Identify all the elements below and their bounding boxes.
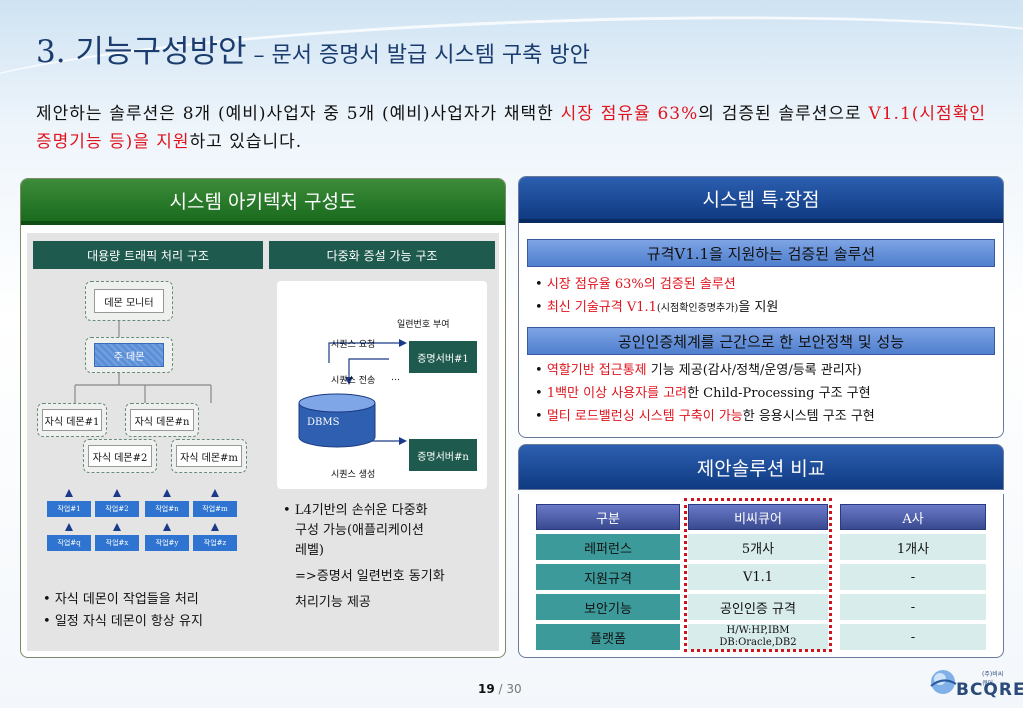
- child-daemon-1-node: 자식 데몬#1: [42, 409, 102, 431]
- task-box: 작업#2: [95, 501, 139, 517]
- list-item: 일정 자식 데몬이 항상 유지: [43, 611, 203, 633]
- list-item-cont: 구성 가능(애플리케이션: [295, 523, 424, 538]
- main-daemon-frame: 주 데몬: [85, 337, 173, 373]
- task-arrow: [65, 523, 73, 531]
- logo-text: BCQRE: [956, 680, 1023, 700]
- daemon-monitor-frame: 데몬 모니터: [85, 281, 173, 321]
- task-arrow: [211, 489, 219, 497]
- logo-globe-icon: [930, 670, 957, 694]
- architecture-diagram: 대용량 트래픽 처리 구조 데몬 모니터 주 데몬 자식 데몬#1 자식 데몬#…: [27, 233, 499, 651]
- child-daemon-n-frame: 자식 데몬#n: [125, 403, 199, 437]
- child-daemon-2-node: 자식 데몬#2: [88, 445, 152, 467]
- list-item-cont: =>증명서 일련번호 동기화: [295, 569, 445, 584]
- child-daemon-m-node: 자식 데몬#m: [176, 445, 242, 467]
- main-daemon-node: 주 데몬: [94, 343, 164, 367]
- task-box: 작업#1: [47, 501, 91, 517]
- title-main: 3. 기능구성방안: [36, 34, 247, 70]
- list-item-cont: 처리기능 제공: [295, 595, 371, 610]
- intro-text-3: 하고 있습니다.: [189, 132, 303, 152]
- daemon-connectors: [74, 319, 212, 403]
- features-list-2: 역할기반 접근통제 기능 제공(감사/정책/운영/등록 관리자) 1백만 이상 …: [535, 359, 875, 428]
- company-logo: (주)비씨큐어 BCQRE: [926, 664, 1023, 702]
- cert-server-n: 증명서버#n: [409, 439, 477, 471]
- list-item: 1백만 이상 사용자를 고려한 Child-Processing 구조 구현: [535, 382, 875, 405]
- task-arrow: [113, 523, 121, 531]
- seq-create-label: 시퀀스 생성: [331, 470, 376, 480]
- traffic-section-header: 대용량 트래픽 처리 구조: [33, 241, 263, 269]
- list-item-cont: 레벨): [295, 543, 324, 558]
- intro-highlight-1: 시장 점유율 63%: [560, 104, 699, 124]
- daemon-monitor-node: 데몬 모니터: [94, 289, 164, 313]
- child-daemon-m-frame: 자식 데몬#m: [171, 439, 247, 473]
- task-arrow: [211, 523, 219, 531]
- intro-text-1: 제안하는 솔루션은 8개 (예비)사업자 중 5개 (예비)사업자가 채택한: [36, 104, 561, 124]
- comparison-panel-title: 제안솔루션 비교: [518, 444, 1004, 490]
- scaling-section-header: 다중화 증설 가능 구조: [269, 241, 495, 269]
- child-daemon-2-frame: 자식 데몬#2: [83, 439, 157, 473]
- task-arrow: [65, 489, 73, 497]
- task-arrow: [113, 489, 121, 497]
- features-bar-1: 규격V1.1을 지원하는 검증된 솔루션: [527, 239, 995, 267]
- list-item: 멀티 로드밸런싱 시스템 구축이 가능한 응용시스템 구조 구현: [535, 405, 875, 428]
- comparison-panel: 제안솔루션 비교: [518, 444, 1004, 658]
- architecture-panel-title: 시스템 아키텍처 구성도: [21, 179, 505, 225]
- task-box: 작업#z: [193, 535, 237, 551]
- scaling-bullets: • L4기반의 손쉬운 다중화 구성 가능(애플리케이션 레벨) =>증명서 일…: [283, 501, 445, 613]
- seq-request-label: 시퀀스 요청: [331, 340, 376, 350]
- task-arrow: [163, 489, 171, 497]
- intro-highlight-2: V1.1(시점확인증명기능 등)을 지원: [36, 104, 986, 152]
- serial-assign-label: 일련번호 부여: [397, 320, 450, 330]
- features-bar-2: 공인인증체계를 근간으로 한 보안정책 및 성능: [527, 327, 995, 355]
- intro-paragraph: 제안하는 솔루션은 8개 (예비)사업자 중 5개 (예비)사업자가 채택한 시…: [36, 100, 986, 156]
- features-list-1: 시장 점유율 63%의 검증된 솔루션 최신 기술규격 V1.1(시점확인증명추…: [535, 273, 779, 320]
- task-box: 작업#q: [47, 535, 91, 551]
- features-panel: 시스템 특·장점 규격V1.1을 지원하는 검증된 솔루션 시장 점유율 63%…: [518, 176, 1004, 438]
- dbms-label: DBMS: [307, 417, 340, 428]
- child-daemon-1-frame: 자식 데몬#1: [37, 403, 107, 437]
- title-subtitle: – 문서 증명서 발급 시스템 구축 방안: [246, 43, 590, 68]
- features-panel-title: 시스템 특·장점: [519, 177, 1003, 223]
- task-box: 작업#x: [95, 535, 139, 551]
- intro-text-2: 의 검증된 솔루션으로: [698, 104, 869, 124]
- cert-server-1: 증명서버#1: [409, 341, 477, 373]
- traffic-bullets: 자식 데몬이 작업들을 처리 일정 자식 데몬이 항상 유지: [43, 589, 203, 633]
- child-daemon-n-node: 자식 데몬#n: [130, 409, 194, 431]
- seq-send-label: 시퀀스 전송: [331, 376, 376, 386]
- list-item: 역할기반 접근통제 기능 제공(감사/정책/운영/등록 관리자): [535, 359, 875, 382]
- dbms-cylinder-icon: [298, 393, 376, 448]
- task-box: 작업#n: [145, 501, 189, 517]
- task-arrow: [163, 523, 171, 531]
- logo-small-text: (주)비씨큐어: [982, 671, 1004, 687]
- page-title: 3. 기능구성방안 – 문서 증명서 발급 시스템 구축 방안: [36, 26, 590, 71]
- list-item: 자식 데몬이 작업들을 처리: [43, 589, 203, 611]
- scaling-connectors: [328, 339, 407, 445]
- list-item: 시장 점유율 63%의 검증된 솔루션: [535, 273, 778, 296]
- architecture-panel: 시스템 아키텍처 구성도 대용량 트래픽 처리 구조 데몬 모니터 주 데몬 자…: [20, 178, 506, 658]
- page-number: 19 / 30: [478, 682, 522, 696]
- task-box: 작업#m: [193, 501, 237, 517]
- task-box: 작업#y: [145, 535, 189, 551]
- list-item: 최신 기술규격 V1.1(시점확인증명추가)을 지원: [535, 296, 779, 320]
- list-item: • L4기반의 손쉬운 다중화: [283, 503, 428, 518]
- comparison-table-area: [518, 494, 1004, 658]
- ellipsis-label: …: [391, 373, 400, 383]
